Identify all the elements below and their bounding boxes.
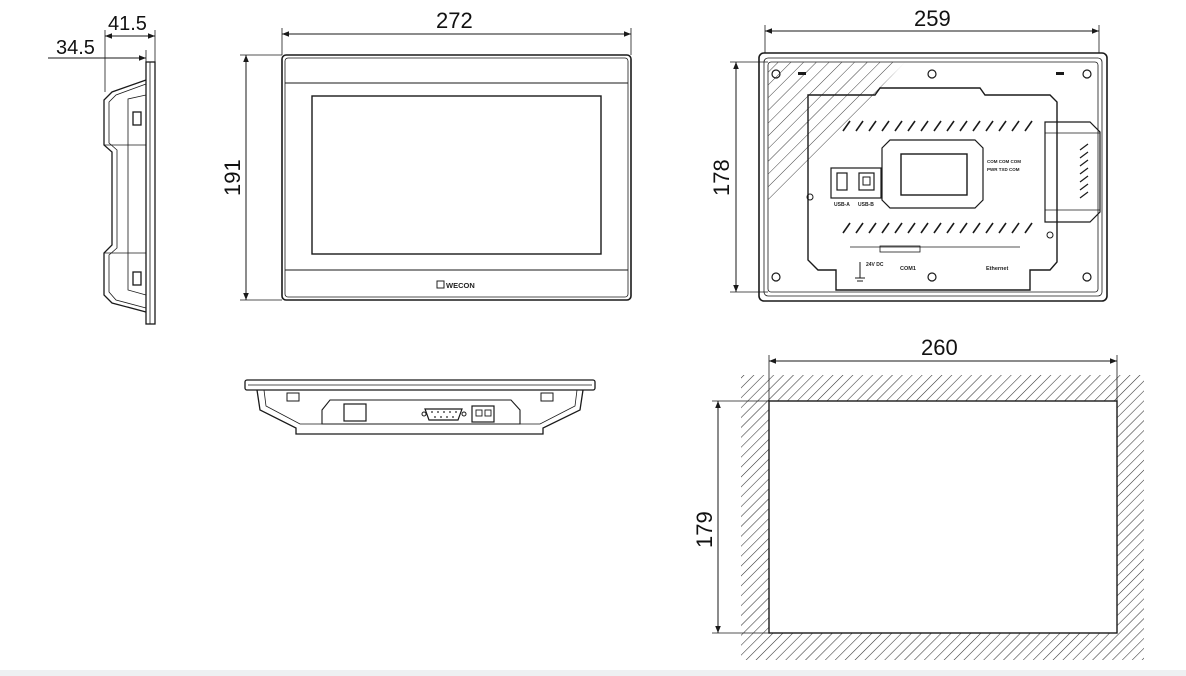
label-led-row2: PWR TXD COM [987,167,1020,172]
dim-front-width: 272 [436,8,473,33]
db9-pins [431,411,457,418]
dim-cutout-width: 260 [921,335,958,360]
bottom-edge-bar [0,670,1186,676]
label-power: 24V DC [866,262,884,268]
dim-cutout-height: 179 [692,511,717,548]
front-view [240,28,632,301]
label-ethernet: Ethernet [986,266,1008,272]
vent-slots [842,120,1033,234]
bottom-view [244,379,596,435]
dim-side-depth-inner: 34.5 [56,37,95,59]
label-usb-a: USB-A [834,202,850,208]
dim-rear-height: 178 [709,159,734,196]
brand-logo: WECON [446,281,475,290]
label-usb-b: USB-B [858,202,874,208]
dim-front-height: 191 [220,159,245,196]
side-view [48,30,156,325]
label-com1: COM1 [900,266,916,272]
rear-view [730,25,1108,302]
dim-side-depth-total: 41.5 [108,13,147,35]
panel-cutout [712,355,1144,660]
brand-logo-mark [436,280,445,289]
label-led-row1: COM COM COM [987,159,1021,164]
dim-rear-width: 259 [914,6,951,31]
